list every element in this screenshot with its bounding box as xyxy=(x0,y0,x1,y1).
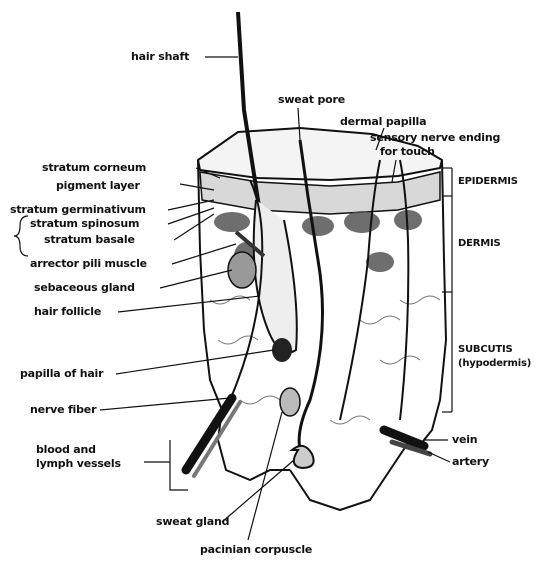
label-epidermis: EPIDERMIS xyxy=(458,176,518,187)
label-dermis: DERMIS xyxy=(458,238,501,249)
blood-vessel-left xyxy=(186,398,232,470)
papilla-of-hair xyxy=(272,338,292,362)
label-arrector-pili-muscle: arrector pili muscle xyxy=(30,258,147,269)
label-stratum-corneum: stratum corneum xyxy=(42,162,146,173)
sweat-gland-coil xyxy=(292,446,314,468)
label-pacinian-corpuscle: pacinian corpuscle xyxy=(200,544,312,555)
label-stratum-germinativum: stratum germinativum xyxy=(10,204,146,215)
pacinian-corpuscle xyxy=(280,388,300,416)
label-hypodermis: (hypodermis) xyxy=(458,358,531,369)
label-sweat-pore: sweat pore xyxy=(278,94,345,105)
label-stratum-spinosum: stratum spinosum xyxy=(30,218,139,229)
label-dermal-papilla: dermal papilla xyxy=(340,116,426,127)
label-hair-shaft: hair shaft xyxy=(131,51,189,62)
label-sensory-nerve-ending: sensory nerve ending xyxy=(370,132,500,143)
label-vein: vein xyxy=(452,434,477,445)
label-subcutis: SUBCUTIS xyxy=(458,344,513,355)
sebaceous-gland xyxy=(228,252,256,288)
label-sweat-gland: sweat gland xyxy=(156,516,229,527)
label-artery: artery xyxy=(452,456,489,467)
label-hair-follicle: hair follicle xyxy=(34,306,101,317)
label-nerve-fiber: nerve fiber xyxy=(30,404,96,415)
label-pigment-layer: pigment layer xyxy=(56,180,140,191)
label-papilla-of-hair: papilla of hair xyxy=(20,368,103,379)
label-stratum-basale: stratum basale xyxy=(44,234,135,245)
label-sebaceous-gland: sebaceous gland xyxy=(34,282,135,293)
label-blood-and: blood and xyxy=(36,444,96,455)
label-lymph-vessels: lymph vessels xyxy=(36,458,121,469)
label-for-touch: for touch xyxy=(380,146,435,157)
